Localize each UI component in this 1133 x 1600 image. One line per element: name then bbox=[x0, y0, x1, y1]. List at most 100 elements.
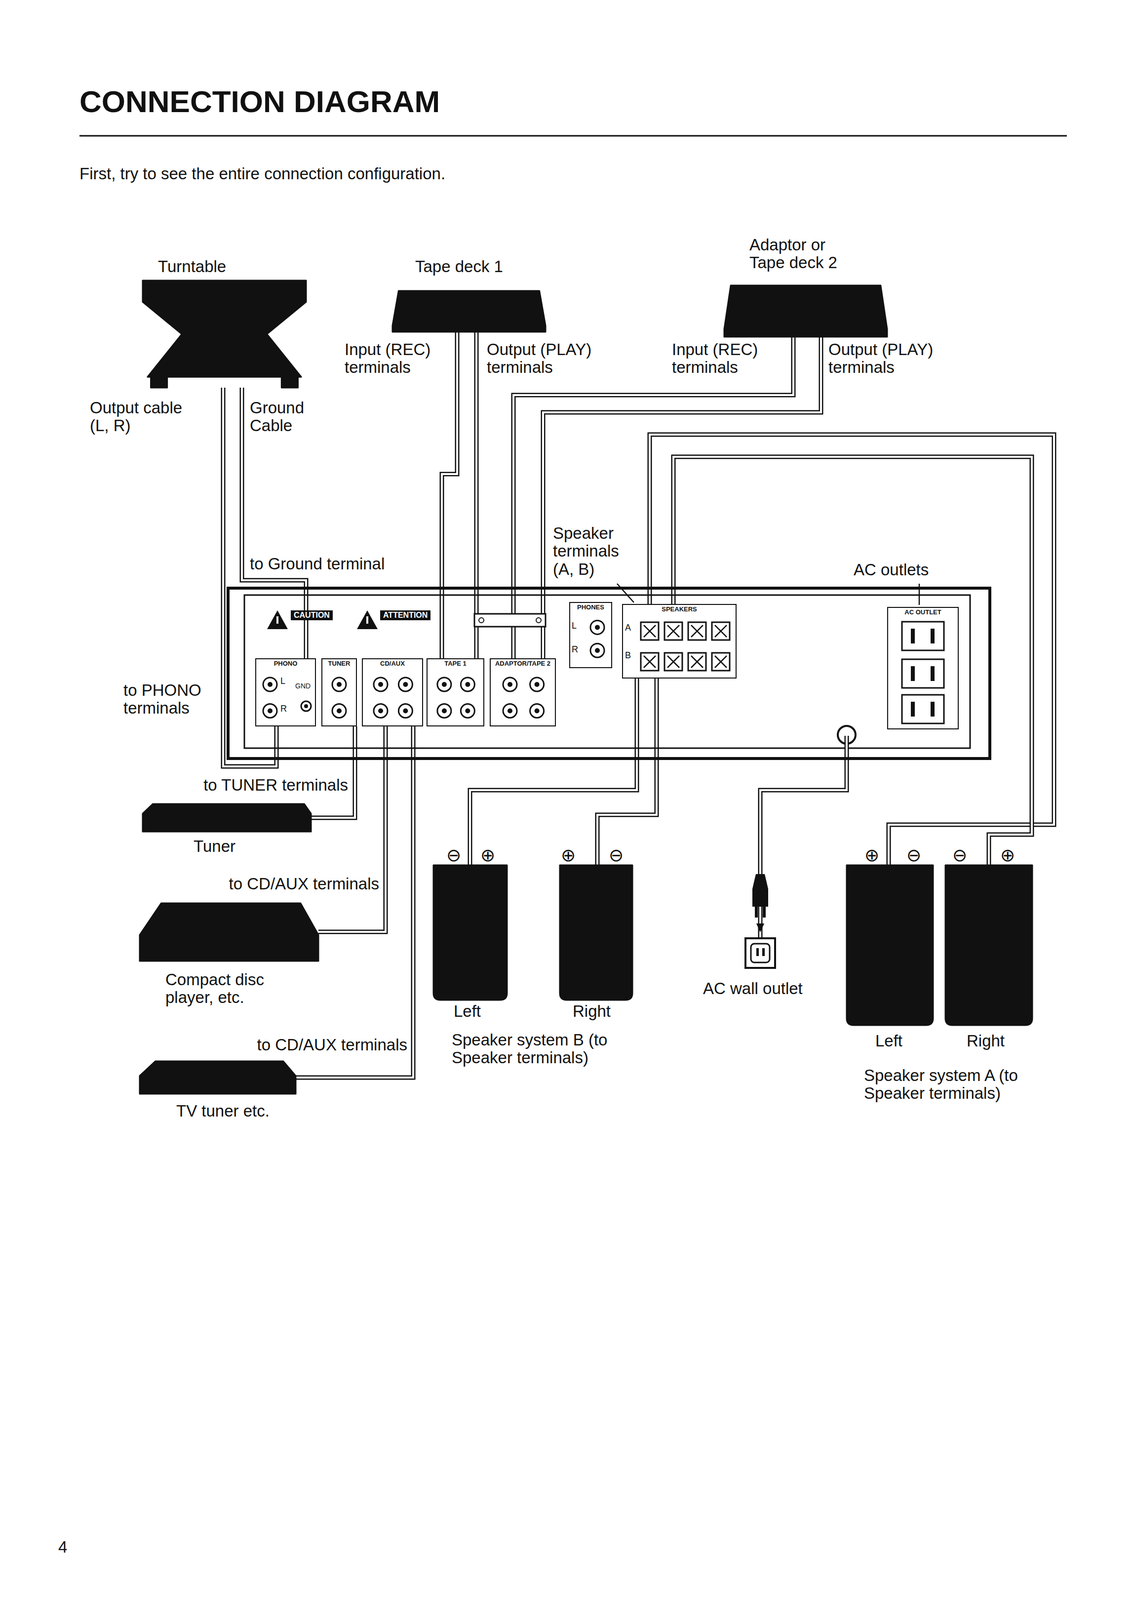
shape-outline bbox=[256, 659, 315, 726]
tuner: Tuner bbox=[142, 803, 312, 832]
outlet-socket bbox=[901, 659, 944, 688]
polarity-mark: ⊕ bbox=[997, 845, 1018, 865]
polarity-mark: ⊕ bbox=[477, 845, 498, 865]
rca-jack bbox=[437, 677, 452, 692]
speaker: Right bbox=[559, 864, 633, 1000]
pin-name: GND bbox=[295, 682, 311, 690]
pin-name: R bbox=[571, 644, 579, 655]
title-rule bbox=[79, 135, 1067, 137]
shape-outline bbox=[724, 285, 888, 337]
outlet-slot bbox=[930, 665, 935, 681]
cable-group bbox=[543, 336, 821, 659]
terminal-label: Output (PLAY) terminals bbox=[828, 340, 952, 377]
device-label: AC wall outlet bbox=[703, 979, 803, 998]
intro-note: First, try to see the entire connection … bbox=[79, 164, 446, 183]
shape-outline bbox=[322, 659, 356, 726]
rca-jack bbox=[590, 643, 605, 658]
pin-name: L bbox=[571, 621, 577, 631]
speaker-terminal bbox=[664, 652, 683, 671]
wall-outlet: AC wall outlet bbox=[745, 937, 776, 968]
terminal-heading: PHONO bbox=[256, 659, 315, 668]
page-title: CONNECTION DIAGRAM bbox=[79, 84, 440, 119]
power-cord bbox=[845, 735, 848, 761]
rca-jack bbox=[332, 677, 347, 692]
rca-jack bbox=[398, 677, 413, 692]
device-label: Tape deck 1 bbox=[415, 257, 504, 276]
speaker-terminal bbox=[640, 652, 659, 671]
device-body bbox=[151, 374, 168, 388]
warning-triangle-mark bbox=[366, 616, 369, 624]
terminal-heading: ADAPTOR/TAPE 2 bbox=[490, 659, 555, 668]
device-label: Right bbox=[966, 1031, 1005, 1050]
rca-jack bbox=[373, 703, 388, 718]
cable bbox=[474, 331, 479, 659]
device-body bbox=[724, 285, 888, 337]
cable bbox=[597, 678, 657, 865]
ac-outlet-panel: AC OUTLET bbox=[887, 606, 959, 730]
speaker: Left bbox=[846, 864, 934, 1025]
tape1-terminals: TAPE 1 bbox=[426, 658, 485, 727]
rca-jack bbox=[437, 703, 452, 718]
terminal-heading: CD/AUX bbox=[362, 659, 423, 668]
warning-triangle bbox=[356, 610, 378, 629]
rca-jack-pin bbox=[594, 647, 600, 653]
cable bbox=[441, 331, 458, 659]
shape-outline bbox=[623, 604, 736, 678]
device-body bbox=[142, 280, 307, 377]
pin-name: L bbox=[280, 676, 286, 687]
group-label: Speaker system A (to Speaker terminals) bbox=[863, 1066, 1042, 1103]
polarity-mark: ⊖ bbox=[949, 845, 970, 865]
polarity-mark: ⊕ bbox=[558, 845, 579, 865]
shape-outline bbox=[139, 1060, 296, 1094]
speaker-terminals: SPEAKERS bbox=[622, 603, 737, 679]
tv-tuner: TV tuner etc. bbox=[139, 1060, 296, 1094]
warning-tag: ATTENTION bbox=[380, 610, 431, 621]
callout-label: to TUNER terminals bbox=[203, 776, 349, 794]
terminal-screw bbox=[714, 625, 727, 637]
terminal-heading: TUNER bbox=[322, 659, 356, 668]
shape-outline bbox=[570, 602, 612, 667]
speaker-terminal bbox=[664, 622, 683, 640]
callout-label: to CD/AUX terminals bbox=[257, 1035, 408, 1054]
tape2-terminals: ADAPTOR/TAPE 2 bbox=[489, 658, 556, 727]
shape-outline bbox=[392, 290, 546, 332]
terminal-screw bbox=[691, 655, 704, 668]
rca-jack-pin bbox=[594, 624, 600, 630]
terminal-heading: SPEAKERS bbox=[623, 604, 736, 614]
amplifier-rear-panel: CAUTIONATTENTIONPHONOTUNERCD/AUXTAPE 1AD… bbox=[226, 586, 992, 760]
callout-label: AC outlets bbox=[853, 560, 929, 579]
device-label: Left bbox=[875, 1031, 903, 1050]
cable-group bbox=[673, 456, 1032, 865]
cable-core bbox=[441, 331, 458, 659]
turntable: Turntable bbox=[142, 280, 307, 388]
pin-name: B bbox=[625, 650, 631, 661]
rca-jack-pin bbox=[507, 708, 513, 714]
plug-arrow bbox=[756, 923, 765, 933]
cable-core bbox=[673, 456, 1032, 865]
device-body bbox=[139, 1060, 296, 1094]
terminal-screw bbox=[667, 655, 680, 668]
speaker-terminal bbox=[711, 622, 730, 640]
callout-label: Speaker terminals (A, B) bbox=[552, 524, 640, 579]
pin-name: A bbox=[625, 623, 631, 633]
rca-jack bbox=[398, 703, 413, 718]
polarity-mark: ⊖ bbox=[606, 845, 626, 865]
rca-jack bbox=[263, 677, 277, 692]
rca-jack-pin bbox=[336, 681, 342, 687]
panel-inner-frame bbox=[244, 594, 971, 748]
fuse-plate bbox=[474, 613, 546, 627]
terminal-screw bbox=[667, 625, 680, 637]
rca-jack bbox=[503, 703, 517, 718]
terminal-screw bbox=[714, 655, 727, 668]
cable-core bbox=[760, 759, 847, 938]
device-label: TV tuner etc. bbox=[176, 1101, 270, 1120]
shape-outline bbox=[745, 937, 776, 968]
phones-jack: PHONES bbox=[569, 601, 613, 668]
outlet-slot bbox=[930, 628, 935, 644]
rca-jack bbox=[460, 703, 475, 718]
device-label: Turntable bbox=[157, 257, 227, 276]
cd-aux-terminals: CD/AUX bbox=[361, 658, 424, 727]
